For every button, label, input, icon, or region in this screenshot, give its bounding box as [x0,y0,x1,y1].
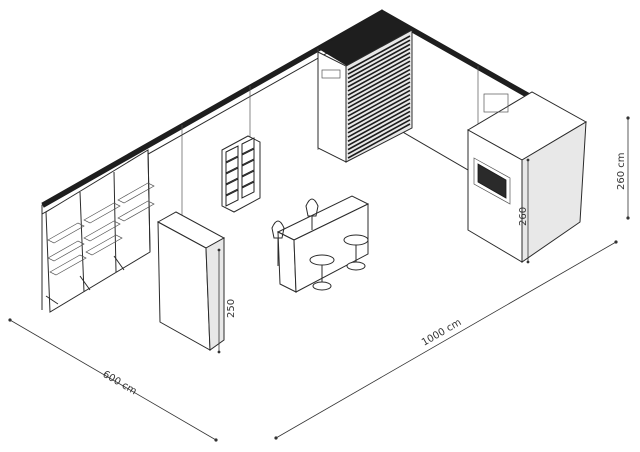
door-slat [347,98,411,134]
door-slat [347,114,411,151]
bar-stool-back-2 [305,198,319,230]
bar-counter [276,195,370,293]
dimension-storage-height-label: 260 [518,207,529,226]
cube-cell [225,189,239,207]
door-slat [347,110,411,147]
door-slat [347,68,411,105]
cube-cell [225,178,239,196]
door-slat [347,102,411,138]
door-slat [347,106,411,142]
door-slat [347,73,411,109]
cube-cell [241,181,255,199]
door-slat [347,123,411,159]
storage-door-slats [347,35,411,159]
cube-cell [225,167,239,185]
dimension-panel-height-label: 250 [226,299,237,318]
dimension-height [626,116,630,220]
door-slat [347,77,411,113]
dimension-length [274,240,618,440]
door-slat [347,93,411,130]
shelving-wall [45,149,155,313]
cube-cell [241,137,255,155]
door-slat [347,56,411,92]
cube-cell [241,170,255,188]
door-slat [347,60,411,96]
cube-cell [225,145,239,163]
door-slat [347,35,411,71]
door-slat [347,64,411,101]
door-slat [347,39,411,75]
door-slat [347,119,411,155]
door-slat [347,81,411,117]
freestanding-panel [156,211,226,354]
dimension-length-label: 1000 cm [420,317,463,348]
dimension-storage-height [526,158,530,264]
door-slat [347,89,411,126]
cube-cell [241,159,255,177]
kiosk-unit [466,91,588,263]
door-slat [347,52,411,88]
door-slat [347,43,411,80]
cube-cell [241,148,255,166]
bar-stool-back-1 [271,220,285,266]
cube-cell [225,156,239,174]
dimension-depth [8,318,218,442]
bar-stool-front-1 [309,254,335,291]
dimension-height-label: 260 cm [616,152,627,190]
door-slat [347,47,411,84]
door-slat [347,85,411,121]
cube-shelf-grid [225,137,255,207]
bar-stool-front-2 [343,234,369,271]
dimension-depth-label: 600 cm [101,369,139,397]
